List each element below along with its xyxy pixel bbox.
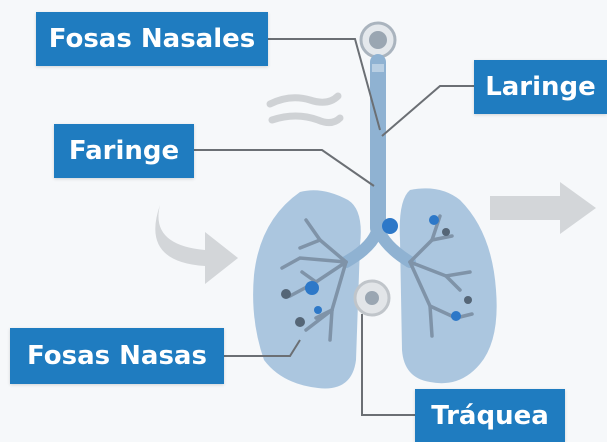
label-fosas-nasas: Fosas Nasas xyxy=(10,328,224,384)
larynx-marker xyxy=(372,64,384,72)
throat-icon xyxy=(355,281,389,315)
label-traquea: Tráquea xyxy=(415,389,565,442)
wind-icon xyxy=(270,96,340,123)
right-arrow-icon xyxy=(490,182,596,234)
nose-icon xyxy=(361,23,395,57)
left-curved-arrow-icon xyxy=(155,205,238,284)
label-faringe: Faringe xyxy=(54,124,194,178)
label-fosas-nasales: Fosas Nasales xyxy=(36,12,268,66)
leader-laringe xyxy=(382,86,474,136)
leader-faringe xyxy=(194,150,374,186)
label-laringe: Laringe xyxy=(474,60,607,114)
right-lung xyxy=(400,188,497,383)
